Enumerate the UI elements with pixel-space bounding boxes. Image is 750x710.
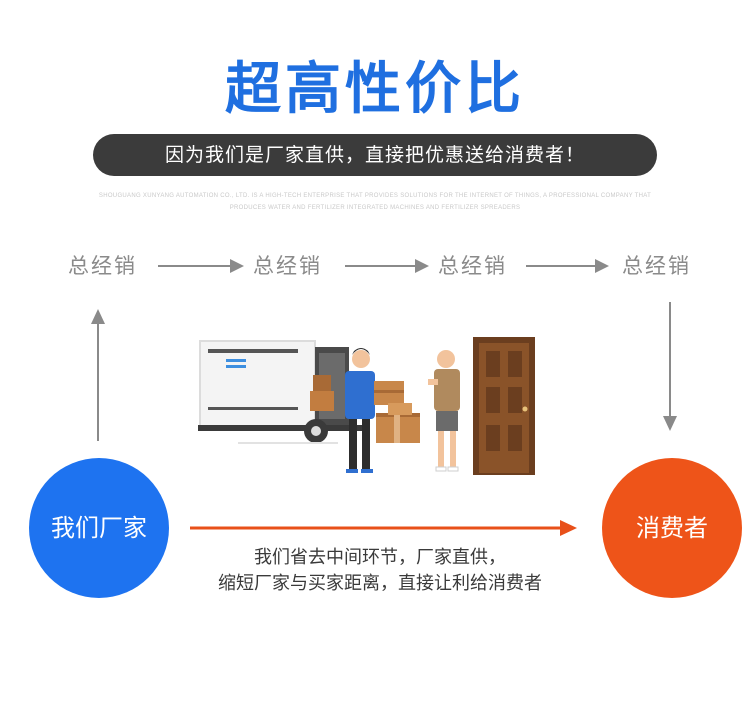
- manufacturer-circle: 我们厂家: [29, 458, 169, 598]
- customer-figure: [428, 350, 460, 472]
- package-icon: [376, 403, 420, 443]
- direct-supply-arrow: [190, 520, 577, 536]
- caption-line-2: 缩短厂家与买家距离，直接让利给消费者: [218, 573, 542, 594]
- distributor-label-3: 总经销: [438, 254, 507, 278]
- fine-print-line-2: PRODUCES WATER AND FERTILIZER INTEGRATED…: [229, 205, 521, 211]
- flow-arrow-up: [91, 309, 105, 441]
- consumer-circle: 消费者: [602, 458, 742, 598]
- courier-figure: [345, 348, 404, 473]
- truck-icon: [198, 340, 363, 444]
- slogan-banner: 因为我们是厂家直供，直接把优惠送给消费者！: [93, 134, 657, 176]
- door-icon: [473, 337, 535, 475]
- flow-arrow-2: [345, 259, 429, 273]
- caption-line-1: 我们省去中间环节，厂家直供，: [254, 547, 506, 568]
- distributor-label-1: 总经销: [68, 254, 137, 278]
- distributor-label-4: 总经销: [622, 254, 691, 278]
- fine-print-line-1: SHOUGUANG XUNYANG AUTOMATION CO., LTD. I…: [98, 193, 652, 199]
- distributor-label-2: 总经销: [253, 254, 322, 278]
- delivery-illustration: [198, 337, 535, 475]
- flow-arrow-down: [663, 302, 677, 431]
- flow-arrow-1: [158, 259, 244, 273]
- page-title: 超高性价比: [225, 57, 525, 122]
- flow-arrow-3: [526, 259, 609, 273]
